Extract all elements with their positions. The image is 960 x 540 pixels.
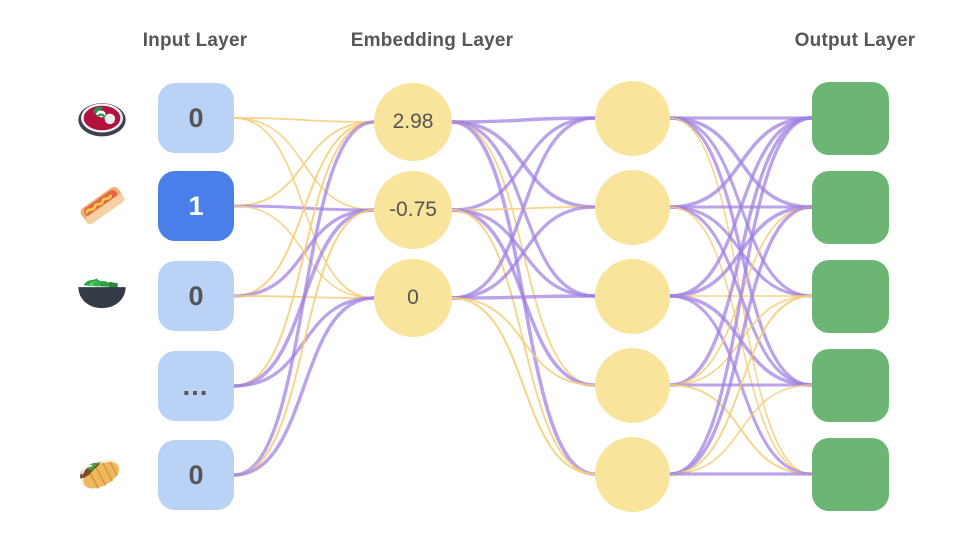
input-node-2-value: 0 [188, 280, 204, 311]
connection-edge [232, 204, 376, 212]
input-node-1-value: 1 [188, 190, 204, 221]
connection-edge [668, 116, 814, 387]
connection-edge [450, 120, 597, 209]
connection-edge [668, 205, 814, 387]
edges-embedding-to-hidden [450, 116, 597, 476]
input-node-1[interactable]: 1 [158, 171, 234, 241]
connection-edge [450, 116, 597, 124]
output-node-0[interactable] [812, 82, 889, 155]
connection-edge [669, 384, 813, 475]
embedding-node-2[interactable]: 0 [374, 259, 452, 337]
connection-edge [668, 294, 814, 387]
connection-edge [450, 116, 597, 300]
output-layer-title: Output Layer [794, 30, 916, 51]
output-node-3[interactable] [812, 349, 889, 422]
output-node-4[interactable] [812, 438, 889, 511]
output-node-1[interactable] [812, 171, 889, 244]
hidden-node-4[interactable] [595, 437, 670, 512]
connection-edge [668, 116, 814, 298]
connection-edge [669, 117, 813, 475]
connection-edge [669, 206, 813, 386]
steak-bowl-icon [71, 87, 133, 149]
connection-edge [232, 208, 376, 477]
connection-edge [233, 205, 375, 299]
connection-edge [668, 116, 814, 209]
burrito-icon [71, 444, 133, 506]
input-node-2[interactable]: 0 [158, 261, 234, 331]
connection-edge [233, 295, 375, 299]
embedding-node-0[interactable]: 2.98 [374, 83, 452, 161]
connection-edge [669, 384, 813, 475]
hidden-node-2[interactable] [595, 259, 670, 334]
connection-edge [668, 116, 814, 209]
edges-hidden-to-output [668, 116, 814, 476]
embedding-node-0-value: 2.98 [392, 110, 434, 133]
connection-edge [668, 205, 814, 298]
connection-edge [233, 121, 375, 207]
connection-edge [232, 120, 376, 477]
connection-edge [668, 116, 814, 476]
input-node-4[interactable]: 0 [158, 440, 234, 510]
connection-edge [451, 206, 596, 211]
input-node-0-value: 0 [188, 102, 204, 133]
hidden-node-3[interactable] [595, 348, 670, 423]
connection-edge [450, 116, 597, 212]
connection-edge [451, 121, 596, 386]
connection-edge [668, 294, 814, 476]
connection-edge [668, 205, 814, 476]
connection-edge [668, 116, 814, 298]
connection-edge [232, 208, 376, 388]
connection-edge [232, 296, 376, 477]
connection-edge [669, 295, 813, 475]
connection-edge [668, 205, 814, 298]
connection-edge [669, 295, 813, 386]
connection-edge [450, 294, 597, 300]
connection-edge [451, 209, 596, 475]
embedding-node-1[interactable]: -0.75 [374, 171, 452, 249]
connection-edge [233, 117, 375, 211]
connection-edge [450, 205, 597, 300]
connection-edge [450, 208, 597, 298]
input-node-4-value: 0 [188, 459, 204, 490]
connection-edge [450, 208, 597, 387]
output-node-2[interactable] [812, 260, 889, 333]
input-node-3[interactable]: … [158, 351, 234, 421]
connection-edge [451, 297, 596, 386]
connection-edge [669, 206, 813, 475]
connection-edge [232, 296, 376, 388]
connection-edge [233, 117, 375, 123]
connection-edge [668, 116, 814, 387]
hot-dog-icon [71, 174, 133, 236]
salad-bowl-icon [71, 264, 133, 326]
connection-edge [450, 120, 597, 298]
input-node-3-value: … [181, 370, 211, 401]
embedding-layer-title: Embedding Layer [350, 30, 514, 51]
connection-edge [450, 120, 597, 476]
hidden-node-0[interactable] [595, 81, 670, 156]
connection-edge [233, 121, 375, 387]
connection-edge [233, 117, 375, 299]
embedding-node-2-value: 0 [407, 286, 419, 309]
connection-edge [232, 120, 376, 298]
input-layer-title: Input Layer [142, 30, 248, 51]
embedding-node-1-value: -0.75 [389, 198, 437, 221]
connection-edge [450, 296, 597, 476]
connection-edge [232, 208, 376, 298]
input-node-0[interactable]: 0 [158, 83, 234, 153]
hidden-node-1[interactable] [595, 170, 670, 245]
placeholder-icon [71, 354, 133, 416]
edges-input-to-embedding [232, 117, 376, 477]
